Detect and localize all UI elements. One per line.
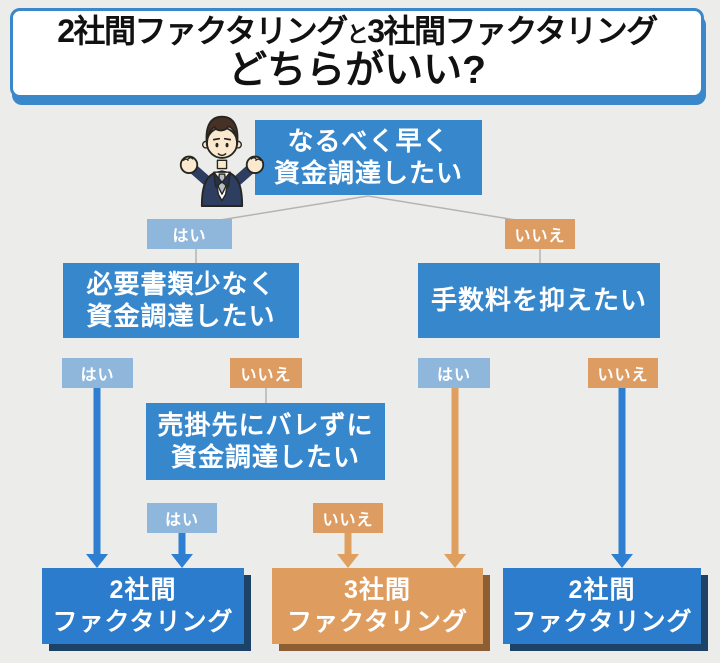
secrecy-question-line1: 売掛先にバレずに: [157, 409, 374, 440]
title-term-2sha: 2社間ファクタリング: [57, 13, 348, 50]
yes-tag-fees: はい: [418, 358, 490, 388]
root-question-line2: 資金調達したい: [273, 157, 463, 188]
flow-node-secrecy-question: 売掛先にバレずに 資金調達したい: [146, 403, 385, 480]
result-box-2sha-right: 2社間 ファクタリング: [503, 568, 701, 644]
arrow-secrecy-no: [337, 531, 359, 568]
documents-question-line1: 必要書類少なく: [86, 268, 276, 299]
flow-node-root-question: なるべく早く 資金調達したい: [255, 120, 482, 195]
page-title-line2: どちらがいい?: [228, 48, 486, 92]
arrow-fees-yes: [444, 386, 466, 568]
result-box-2sha-left: 2社間 ファクタリング: [42, 568, 244, 644]
result-right-line2: ファクタリング: [511, 608, 693, 636]
result-middle-line2: ファクタリング: [286, 608, 468, 636]
root-question-line1: なるべく早く: [287, 125, 450, 156]
result-box-3sha-middle: 3社間 ファクタリング: [272, 568, 483, 644]
result-middle-line1: 3社間: [344, 575, 411, 604]
arrow-fees-no: [611, 386, 633, 568]
page-title-line1: 2社間ファクタリングと3社間ファクタリング: [57, 13, 658, 50]
no-tag-documents: いいえ: [230, 358, 302, 388]
result-left-line1: 2社間: [109, 575, 177, 604]
flow-node-fees-question: 手数料を抑えたい: [418, 263, 660, 338]
no-tag-fees: いいえ: [588, 358, 658, 388]
businessman-icon: [179, 115, 265, 207]
page-title: 2社間ファクタリングと3社間ファクタリング どちらがいい?: [10, 8, 704, 98]
secrecy-question-line2: 資金調達したい: [170, 441, 360, 472]
fees-question-line1: 手数料を抑えたい: [430, 284, 647, 315]
no-tag-root: いいえ: [505, 219, 575, 249]
title-conjunction: と: [346, 22, 369, 48]
documents-question-line2: 資金調達したい: [86, 300, 276, 331]
connector-root-to-no: [367, 195, 523, 222]
arrow-documents-yes: [86, 386, 108, 568]
result-left-line2: ファクタリング: [52, 608, 234, 636]
yes-tag-root: はい: [147, 219, 232, 249]
arrow-secrecy-yes: [171, 531, 193, 568]
yes-tag-secrecy: はい: [147, 503, 217, 533]
yes-tag-documents: はい: [62, 358, 133, 388]
flow-node-documents-question: 必要書類少なく 資金調達したい: [63, 263, 299, 338]
title-term-3sha: 3社間ファクタリング: [367, 13, 658, 50]
result-right-line1: 2社間: [568, 575, 636, 604]
no-tag-secrecy: いいえ: [313, 503, 383, 533]
